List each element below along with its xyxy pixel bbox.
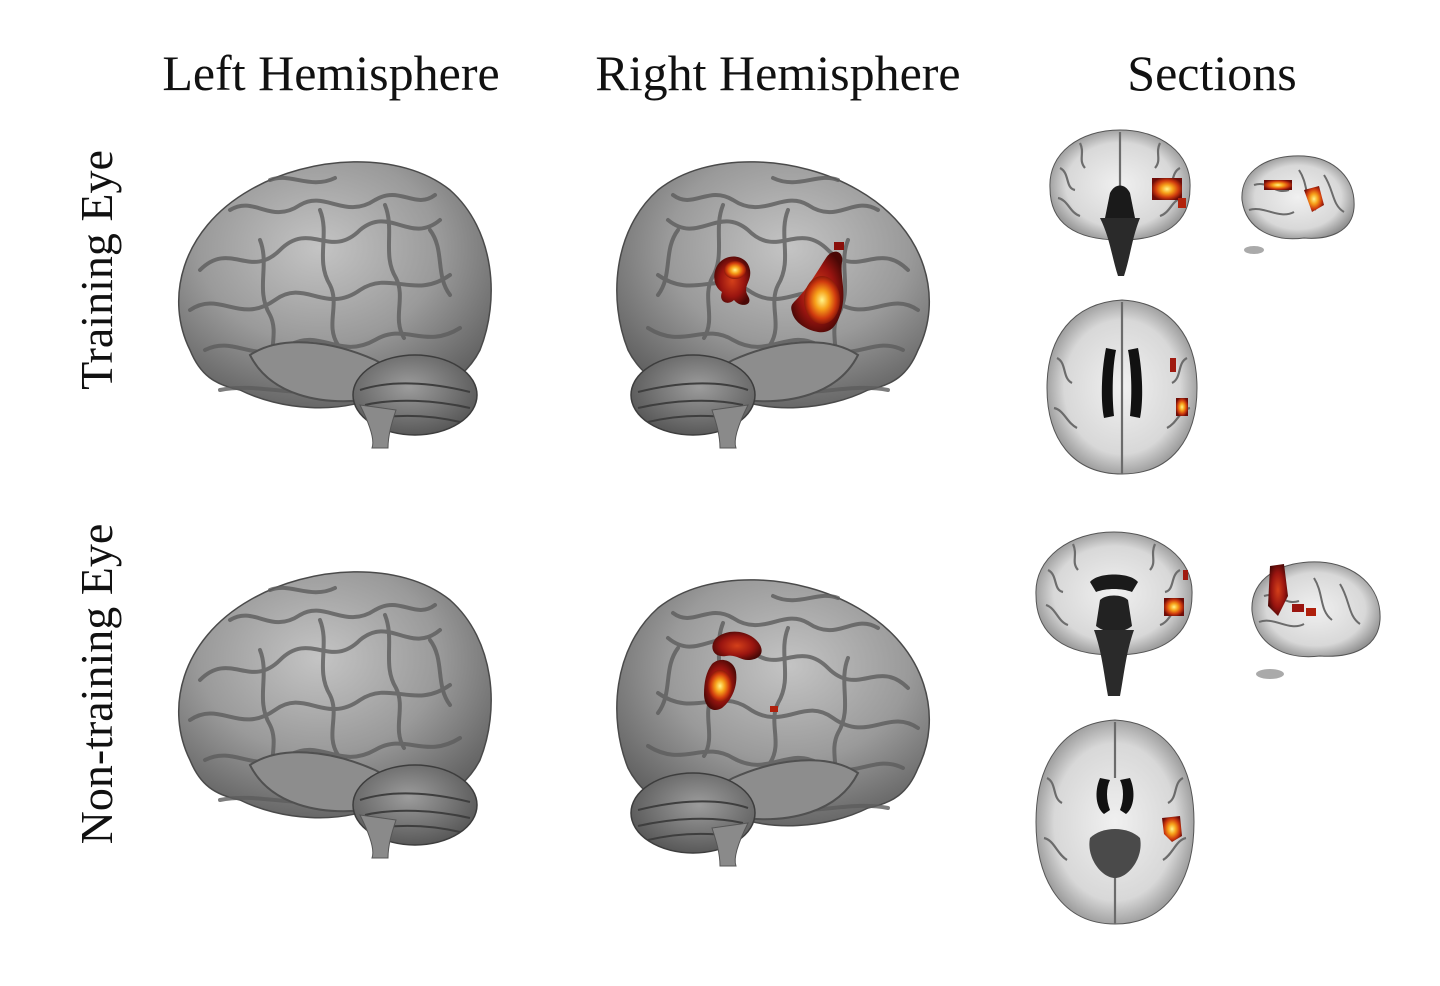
activation-cluster-temporoparietal — [704, 659, 778, 712]
activation-cluster-parietal — [714, 256, 751, 305]
column-title-left-hemisphere: Left Hemisphere — [162, 45, 500, 101]
row-title-non-training-eye: Non-training Eye — [71, 523, 122, 845]
coronal-section-training — [1040, 128, 1200, 278]
column-title-sections: Sections — [1127, 45, 1297, 101]
coronal-section-non-training — [1028, 530, 1200, 698]
left-hemisphere-training-render — [160, 150, 500, 450]
row-title-training-eye: Training Eye — [71, 150, 122, 390]
right-hemisphere-training-render — [608, 150, 948, 450]
activation-cluster-temporal — [791, 242, 844, 333]
left-hemisphere-non-training-render — [160, 560, 500, 860]
column-title-right-hemisphere: Right Hemisphere — [595, 45, 961, 101]
right-hemisphere-non-training-render — [608, 568, 948, 868]
activation-cluster-supramarginal — [712, 631, 762, 660]
sagittal-section-non-training — [1244, 556, 1390, 682]
axial-section-non-training — [1032, 718, 1198, 928]
axial-section-training — [1042, 298, 1202, 478]
sagittal-section-training — [1234, 150, 1364, 260]
